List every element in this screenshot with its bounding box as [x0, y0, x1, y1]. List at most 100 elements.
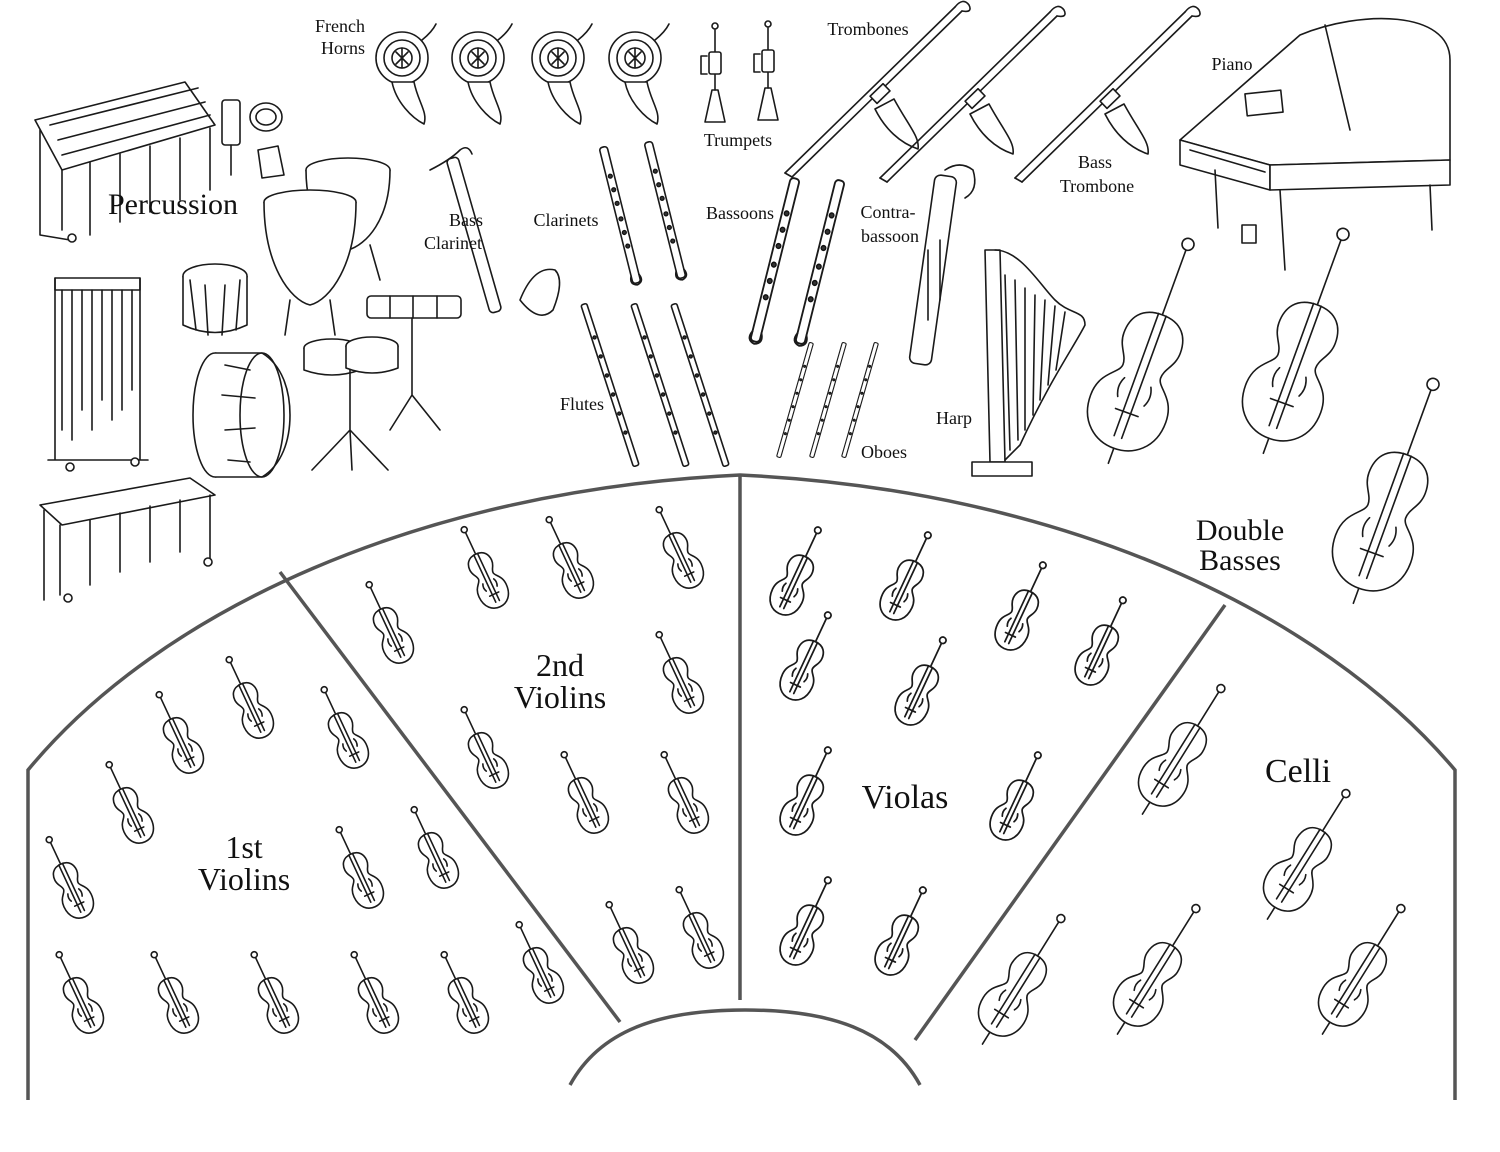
french-horn-icon [531, 23, 593, 125]
xylophone-icon [39, 477, 216, 603]
timbales-icon [303, 336, 399, 471]
viola-icon [868, 879, 940, 982]
violin-icon [308, 679, 375, 774]
clarinets-label: Clarinets [534, 210, 599, 230]
oboe-icon [841, 341, 879, 459]
viola-icon [1068, 589, 1140, 692]
piano-label: Piano [1211, 54, 1252, 74]
first-violins-label-line2: Violins [198, 861, 290, 897]
violin-icon [428, 944, 495, 1039]
trumpet-icon [700, 22, 726, 123]
cowbell-icon [257, 145, 285, 179]
violin-icon [43, 944, 110, 1039]
viola-icon [773, 739, 845, 842]
violin-icon [593, 894, 660, 989]
violas-section: Violas [763, 519, 1140, 982]
tambourine-icon [249, 102, 283, 132]
first-violins-label-line1: 1st [225, 829, 262, 865]
violin-icon [323, 819, 390, 914]
second-violins-section: 2nd Violins [353, 499, 730, 989]
double-basses-section: Double Basses [1069, 214, 1474, 618]
oboe-icon [809, 341, 847, 459]
chimes-icon [47, 277, 149, 472]
bass-trombone-section: Bass Trombone [1014, 5, 1201, 196]
sleigh-bells-icon [221, 99, 241, 176]
bassoons-section: Bassoons [706, 176, 848, 349]
clarinets-section: Clarinets [534, 139, 689, 287]
violin-icon [643, 624, 710, 719]
violin-icon [448, 519, 515, 614]
bass-clarinet-label-line2: Clarinet [424, 233, 482, 253]
violin-icon [663, 879, 730, 974]
violin-icon [138, 944, 205, 1039]
violin-icon [503, 914, 570, 1009]
trombones-section: Trombones [784, 0, 1066, 183]
double-bass-icon [1069, 224, 1229, 478]
harp-icon [971, 249, 1086, 477]
bass-clarinet-label-line1: Bass [449, 210, 483, 230]
cello-icon [1301, 891, 1425, 1048]
marimba-icon [34, 81, 216, 243]
snare-drum-icon [182, 263, 248, 336]
flutes-section: Flutes [560, 302, 730, 468]
viola-icon [773, 869, 845, 972]
bass-trombone-label-line2: Trombone [1060, 176, 1134, 196]
inner-arc [568, 1008, 922, 1086]
piano-section: Piano [1179, 17, 1451, 271]
bass-clarinet-section: Bass Clarinet [424, 146, 561, 316]
timpani-icon [263, 157, 391, 336]
violin-icon [398, 799, 465, 894]
violin-icon [643, 499, 710, 594]
oboes-label: Oboes [861, 442, 907, 462]
viola-icon [763, 519, 835, 622]
second-violins-label-line2: Violins [514, 679, 606, 715]
oboe-icon [776, 341, 814, 459]
cello-icon [1246, 776, 1370, 933]
french-horns-label-line2: Horns [321, 38, 365, 58]
violin-icon [448, 699, 515, 794]
first-violins-section: 1st Violins [33, 649, 570, 1039]
violin-icon [548, 744, 615, 839]
viola-icon [888, 629, 960, 732]
trombones-label: Trombones [827, 19, 908, 39]
oboes-section: Oboes [776, 341, 907, 462]
contrabassoon-icon [908, 164, 976, 366]
double-basses-label-line2: Basses [1199, 544, 1281, 577]
french-horns-section: French Horns [315, 16, 670, 125]
flute-icon [580, 302, 640, 468]
contrabassoon-label-line1: Contra- [861, 202, 916, 222]
trumpets-section: Trumpets [700, 20, 779, 150]
clarinet-icon [597, 144, 644, 287]
bassoons-label: Bassoons [706, 203, 774, 223]
violas-label: Violas [862, 779, 949, 816]
double-bass-icon [1224, 214, 1384, 468]
viola-icon [983, 744, 1055, 847]
harp-label: Harp [936, 408, 972, 428]
contrabassoon-label-line2: bassoon [861, 226, 919, 246]
violin-icon [238, 944, 305, 1039]
french-horn-icon [375, 23, 437, 125]
bass-trombone-label-line1: Bass [1078, 152, 1112, 172]
percussion-label: Percussion [108, 188, 238, 221]
celli-section: Celli [961, 671, 1425, 1058]
contrabassoon-section: Contra- bassoon [861, 164, 976, 366]
grand-piano-icon [1179, 17, 1451, 271]
cello-icon [1121, 671, 1245, 828]
violin-icon [648, 744, 715, 839]
celli-label: Celli [1265, 753, 1331, 790]
violin-icon [93, 754, 160, 849]
cello-icon [961, 901, 1085, 1058]
flutes-label: Flutes [560, 394, 604, 414]
violin-icon [353, 574, 420, 669]
harp-section: Harp [936, 249, 1086, 477]
violin-icon [143, 684, 210, 779]
double-bass-icon [1314, 364, 1474, 618]
trumpet-icon [753, 20, 779, 121]
viola-icon [988, 554, 1060, 657]
divider-left [278, 570, 622, 1024]
temple-blocks-icon [366, 295, 462, 431]
violin-icon [213, 649, 280, 744]
cello-icon [1096, 891, 1220, 1048]
bassoon-icon [792, 178, 848, 349]
